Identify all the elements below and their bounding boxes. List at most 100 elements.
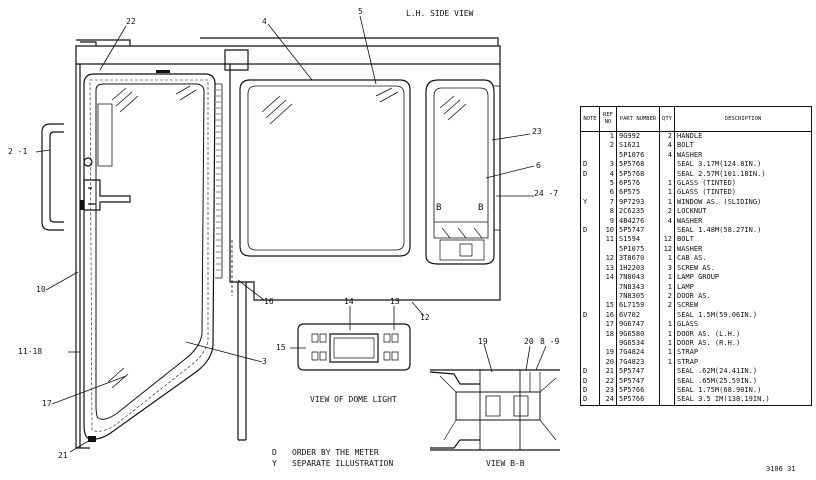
table-cell-desc: DOOR AS. <box>677 291 711 300</box>
table-cell-ref: 5 <box>599 179 617 189</box>
table-cell-desc: SEAL 1.5M(59.06IN.) <box>677 310 758 319</box>
table-cell-ref: 14 <box>599 273 617 283</box>
table-cell-desc: GLASS <box>677 320 699 329</box>
door-outline <box>83 73 216 440</box>
header-note: NOTE <box>581 107 600 132</box>
table-cell-desc: SEAL 2.57M(101.18IN.) <box>677 169 766 178</box>
table-cell-desc: BOLT <box>677 141 694 150</box>
door-glass <box>95 83 205 420</box>
callout-3: 3 <box>262 357 267 366</box>
table-cell-desc: BOLT <box>677 235 694 244</box>
table-cell-qty <box>659 169 675 180</box>
table-cell-ref: 23 <box>599 385 617 396</box>
callout-6: 6 <box>536 161 541 170</box>
callout-11-18: 11-18 <box>18 347 43 356</box>
table-cell-part: 3T8670 <box>616 254 660 264</box>
dome-light-lens <box>329 333 379 363</box>
table-cell-note <box>581 338 600 349</box>
table-cell-part: 9G6747 <box>616 320 660 330</box>
table-cell-part: 6V702 <box>616 310 660 321</box>
table-cell-desc: WASHER <box>677 150 703 159</box>
table-cell-part: 9G6534 <box>616 338 660 349</box>
table-cell-desc: WASHER <box>677 244 703 253</box>
table-cell-part: 9G6580 <box>616 329 660 339</box>
table-cell-note <box>581 216 600 227</box>
table-cell-desc: DOOR AS. (L.H.) <box>677 329 741 338</box>
view-bb-caption: VIEW B-B <box>486 459 525 468</box>
callout-12: 12 <box>420 313 430 322</box>
rear-window-frame <box>239 79 411 257</box>
table-cell-qty: 2 <box>659 207 675 217</box>
table-cell-qty: 1 <box>659 197 675 208</box>
table-cell-part: 5P5766 <box>616 395 660 405</box>
table-cell-part: 7N8343 <box>616 282 660 292</box>
table-cell-ref: 18 <box>599 329 617 339</box>
door-hinge-strip <box>215 83 223 279</box>
table-cell-desc: WASHER <box>677 216 703 225</box>
table-cell-ref: 11 <box>599 235 617 245</box>
window-track <box>434 221 488 261</box>
table-cell-qty <box>659 376 675 386</box>
parts-table-header: NOTE REF NO PART NUMBER QTY DESCRIPTION <box>581 107 811 132</box>
table-cell-part: 7G4824 <box>616 348 660 358</box>
table-cell-part: 5P1075 <box>616 244 660 255</box>
callout-19: 19 <box>478 337 488 346</box>
table-cell-note <box>581 131 600 142</box>
table-cell-desc: SCREW <box>677 301 699 310</box>
door-latch <box>83 179 131 211</box>
legend-key-d: D <box>272 448 277 457</box>
table-cell-ref: 13 <box>599 263 617 274</box>
table-cell-desc: HANDLE <box>677 132 703 140</box>
table-cell-qty: 1 <box>659 329 675 339</box>
callout-13: 13 <box>390 297 400 306</box>
table-cell-part: 9P7293 <box>616 197 660 208</box>
table-cell-note <box>581 235 600 245</box>
table-cell-part: 5P5768 <box>616 160 660 170</box>
table-cell-part: 5P5747 <box>616 376 660 386</box>
table-cell-qty <box>659 310 675 321</box>
roof-top-detail <box>76 37 499 46</box>
table-cell-qty: 12 <box>659 244 675 255</box>
table-cell-note: D <box>581 395 600 405</box>
table-cell-desc: LAMP <box>677 282 694 291</box>
callout-17: 17 <box>42 399 52 408</box>
header-ref-no: REF NO <box>599 107 617 132</box>
table-cell-qty <box>659 385 675 396</box>
table-cell-note: D <box>581 169 600 180</box>
table-cell-part: 5P5766 <box>616 385 660 396</box>
table-cell-part: 7N8305 <box>616 291 660 302</box>
table-cell-desc: CAB AS. <box>677 254 707 263</box>
table-cell-note <box>581 179 600 189</box>
table-cell-desc: SEAL 1.48M(58.27IN.) <box>677 226 762 235</box>
grab-handle <box>41 123 64 231</box>
table-cell-qty <box>659 367 675 377</box>
dome-light-caption: VIEW OF DOME LIGHT <box>310 395 397 404</box>
table-cell-note <box>581 273 600 283</box>
table-cell-part: 5P1076 <box>616 150 660 161</box>
table-cell-ref: 20 <box>599 357 617 368</box>
legend-text-y: SEPARATE ILLUSTRATION <box>292 459 394 468</box>
table-cell-note: D <box>581 376 600 386</box>
table-cell-note <box>581 348 600 358</box>
table-cell-note <box>581 291 600 302</box>
table-cell-desc: WINDOW AS. (SLIDING) <box>677 197 762 206</box>
table-cell-desc: STRAP <box>677 357 699 366</box>
table-cell-part: S1621 <box>616 141 660 151</box>
table-cell-part: 7N8043 <box>616 273 660 283</box>
